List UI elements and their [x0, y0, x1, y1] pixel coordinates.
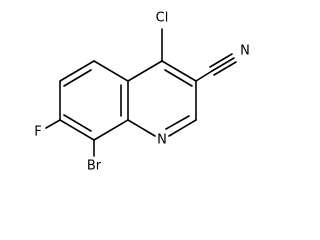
- bond-c5-c6-inner: [63, 69, 92, 87]
- bond-c4-c3-inner: [164, 69, 193, 87]
- bond-cn-triple-1: [211, 57, 235, 72]
- bond-n1-c8a: [127, 119, 156, 137]
- molecule-structure-diagram: Cl Br F N N: [34, 11, 250, 174]
- bond-c2-n1: [168, 119, 197, 137]
- atom-label-cl: Cl: [156, 11, 169, 26]
- bond-c4-c3: [161, 60, 197, 82]
- atom-label-f: F: [34, 125, 41, 140]
- bond-c7-c8: [59, 119, 95, 141]
- bond-c5-c6: [59, 60, 95, 82]
- atom-label-nitrile-nitrogen: N: [240, 44, 250, 59]
- bond-c4a-c5: [93, 60, 129, 82]
- bond-c2-n1-inner: [165, 115, 190, 130]
- bond-c8-c8a: [93, 119, 129, 141]
- bond-c4a-c4: [127, 60, 163, 82]
- bond-layer: [45, 28, 237, 157]
- bond-c7-f: [45, 119, 61, 129]
- bond-c7-c8-inner: [63, 114, 92, 132]
- bond-c3-cn: [195, 70, 213, 82]
- atom-label-ring-nitrogen: N: [157, 133, 167, 148]
- bond-cn-triple-2: [209, 53, 233, 68]
- atom-label-br: Br: [87, 159, 102, 174]
- bond-cn-triple-3: [213, 61, 237, 76]
- atom-label-layer: Cl Br F N N: [34, 11, 250, 174]
